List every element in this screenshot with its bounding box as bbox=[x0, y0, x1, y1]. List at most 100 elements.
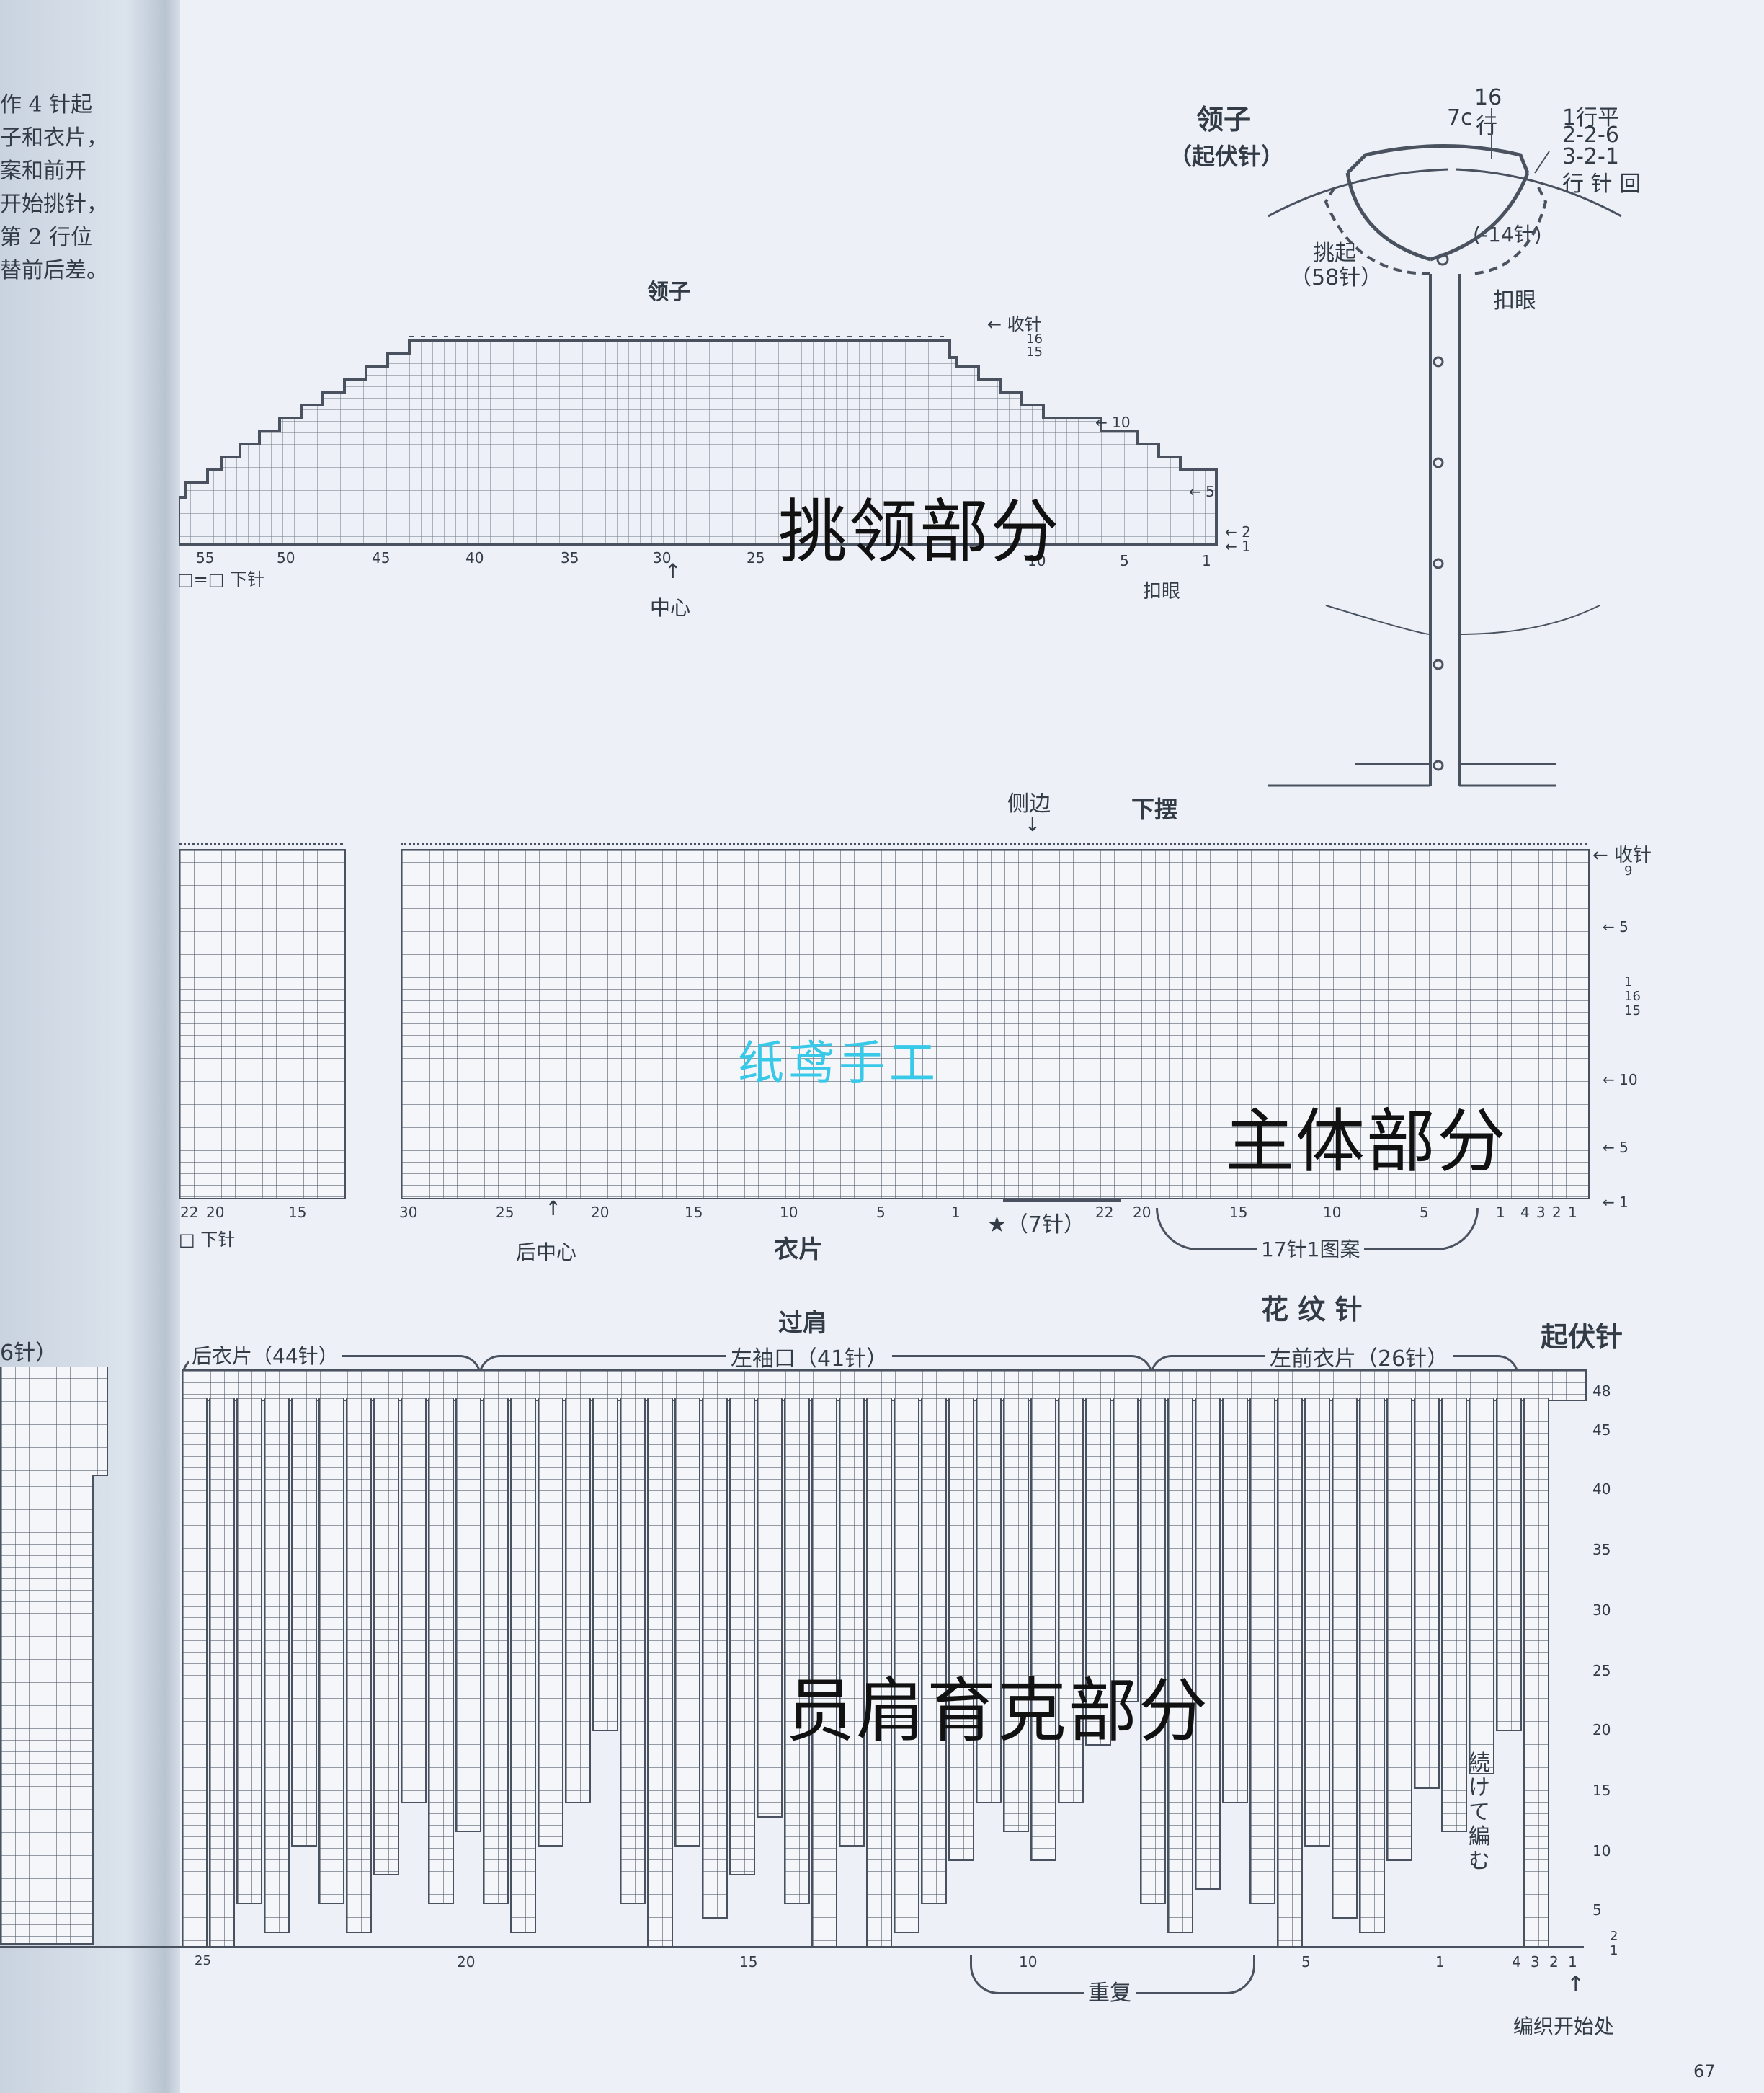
pattern-title: 花 纹 针 bbox=[1261, 1294, 1363, 1325]
collar-section-overlay: 挑领部分 bbox=[778, 492, 1061, 572]
collar-legend: □=□ 下针 bbox=[177, 569, 265, 590]
row-label: 16 bbox=[1624, 989, 1641, 1004]
col-label: 20 bbox=[457, 1953, 476, 1970]
yoke-column bbox=[784, 1398, 810, 1904]
garter-label: 起伏针 bbox=[1541, 1321, 1623, 1353]
col-label: 5 bbox=[1120, 552, 1129, 569]
back-center-label: 后中心 bbox=[516, 1240, 577, 1264]
left-text-line: 案和前开 bbox=[0, 159, 86, 184]
decrease-line: 行 针 回 bbox=[1562, 172, 1642, 197]
collar-diagram-subtitle: （起伏针） bbox=[1169, 143, 1285, 170]
row-label: 16 bbox=[1026, 332, 1043, 347]
row-label: 35 bbox=[1592, 1541, 1611, 1558]
yoke-column bbox=[1030, 1398, 1056, 1861]
yoke-column bbox=[264, 1398, 290, 1933]
yoke-column bbox=[592, 1398, 618, 1731]
yoke-column bbox=[1441, 1398, 1467, 1832]
row-label: ← 1 bbox=[1603, 1194, 1629, 1211]
col-label: 5 bbox=[1301, 1953, 1311, 1970]
yoke-column bbox=[401, 1398, 427, 1803]
yoke-column bbox=[483, 1398, 509, 1904]
collar-chart-grid bbox=[179, 336, 1218, 546]
hem-label: 下摆 bbox=[1131, 796, 1178, 823]
yoke-column bbox=[921, 1398, 947, 1904]
col-label: 25 bbox=[195, 1953, 211, 1968]
yoke-column bbox=[1195, 1398, 1221, 1890]
buttonhole-label: 扣眼 bbox=[1493, 288, 1536, 314]
col-label: 50 bbox=[277, 549, 295, 566]
continue-label: 続けて編む bbox=[1469, 1751, 1490, 1874]
left-text-line: 第 2 行位 bbox=[0, 225, 93, 250]
col-label: 15 bbox=[1229, 1204, 1248, 1221]
side-label: 侧边 bbox=[1007, 791, 1051, 817]
yoke-repeat-label: 重复 bbox=[1084, 1975, 1136, 2007]
start-label: 编织开始处 bbox=[1513, 2014, 1615, 2038]
col-label: 2 bbox=[1552, 1204, 1562, 1221]
col-label: 10 bbox=[1019, 1953, 1038, 1970]
row-label: ← 10 bbox=[1603, 1071, 1638, 1088]
side-arrow-icon: ↓ bbox=[1025, 814, 1041, 836]
piece-label: 衣片 bbox=[774, 1235, 823, 1264]
yoke-column bbox=[1140, 1398, 1166, 1904]
left-page-columns bbox=[0, 1367, 108, 1476]
yoke-baseline bbox=[0, 1946, 1584, 1948]
yoke-column bbox=[647, 1398, 673, 1947]
col-label: 30 bbox=[653, 549, 672, 566]
yoke-column bbox=[1359, 1398, 1385, 1933]
col-label: 5 bbox=[1420, 1204, 1429, 1221]
yoke-column bbox=[894, 1398, 919, 1933]
yoke-section-overlay: 员肩育克部分 bbox=[785, 1671, 1209, 1751]
collar-rows-number: 16 bbox=[1474, 85, 1502, 110]
yoke-title: 过肩 bbox=[778, 1309, 827, 1338]
row-label: ← 5 bbox=[1603, 918, 1629, 936]
left-text-line: 替前后差。 bbox=[0, 258, 108, 283]
yoke-column bbox=[1003, 1398, 1029, 1832]
col-label: 1 bbox=[1435, 1953, 1445, 1970]
row-label: 45 bbox=[1592, 1421, 1611, 1439]
yoke-column bbox=[428, 1398, 454, 1904]
col-label: 3 bbox=[1531, 1953, 1540, 1970]
pickup-label: 挑起 bbox=[1313, 241, 1356, 266]
yoke-column bbox=[455, 1398, 481, 1832]
row-label: 48 bbox=[1592, 1382, 1611, 1400]
row-label: ← 1 bbox=[1225, 538, 1251, 555]
yoke-column bbox=[236, 1398, 262, 1904]
yoke-column bbox=[1304, 1398, 1330, 1847]
yoke-column bbox=[1167, 1398, 1193, 1933]
collar-chart-title: 领子 bbox=[647, 280, 690, 305]
row-label: 15 bbox=[1624, 1003, 1641, 1018]
yoke-column bbox=[1250, 1398, 1275, 1904]
row-label: ← 10 bbox=[1095, 414, 1131, 431]
body-bind-off-label: ← 收针 bbox=[1592, 845, 1652, 866]
yoke-column bbox=[1085, 1398, 1111, 1746]
left-sleeve-label: 左袖口（41针） bbox=[726, 1341, 893, 1372]
col-label: 15 bbox=[288, 1204, 307, 1221]
center-arrow-icon: ↑ bbox=[664, 559, 682, 583]
left-text-line: 作 4 针起 bbox=[0, 92, 93, 117]
yoke-grid-top bbox=[182, 1369, 1587, 1401]
col-label: 15 bbox=[685, 1204, 703, 1221]
row-label: 9 bbox=[1624, 863, 1633, 879]
left-front-label: 左前衣片（26针） bbox=[1265, 1341, 1453, 1372]
yoke-column bbox=[976, 1398, 1002, 1803]
start-arrow-icon: ↑ bbox=[1567, 1972, 1585, 1997]
yoke-column bbox=[1113, 1398, 1139, 1702]
yoke-column bbox=[948, 1398, 974, 1861]
col-label: 20 bbox=[206, 1204, 225, 1221]
row-label: 15 bbox=[1026, 345, 1043, 360]
collar-buttonhole-label: 扣眼 bbox=[1143, 581, 1181, 603]
yoke-column bbox=[674, 1398, 700, 1847]
star-label: ★（7针） bbox=[987, 1212, 1085, 1237]
row-label: 1 bbox=[1624, 974, 1633, 990]
yoke-column bbox=[346, 1398, 372, 1933]
col-label: 5 bbox=[876, 1204, 886, 1221]
yoke-column bbox=[182, 1398, 208, 1947]
body-grid-left bbox=[179, 849, 346, 1199]
yoke-column bbox=[757, 1398, 783, 1818]
col-label: 40 bbox=[466, 549, 484, 566]
col-label: 20 bbox=[591, 1204, 610, 1221]
col-label: 1 bbox=[1496, 1204, 1505, 1221]
col-label: 30 bbox=[399, 1204, 418, 1221]
pickup-count: （58针） bbox=[1290, 265, 1383, 290]
col-label: 1 bbox=[1568, 1204, 1577, 1221]
